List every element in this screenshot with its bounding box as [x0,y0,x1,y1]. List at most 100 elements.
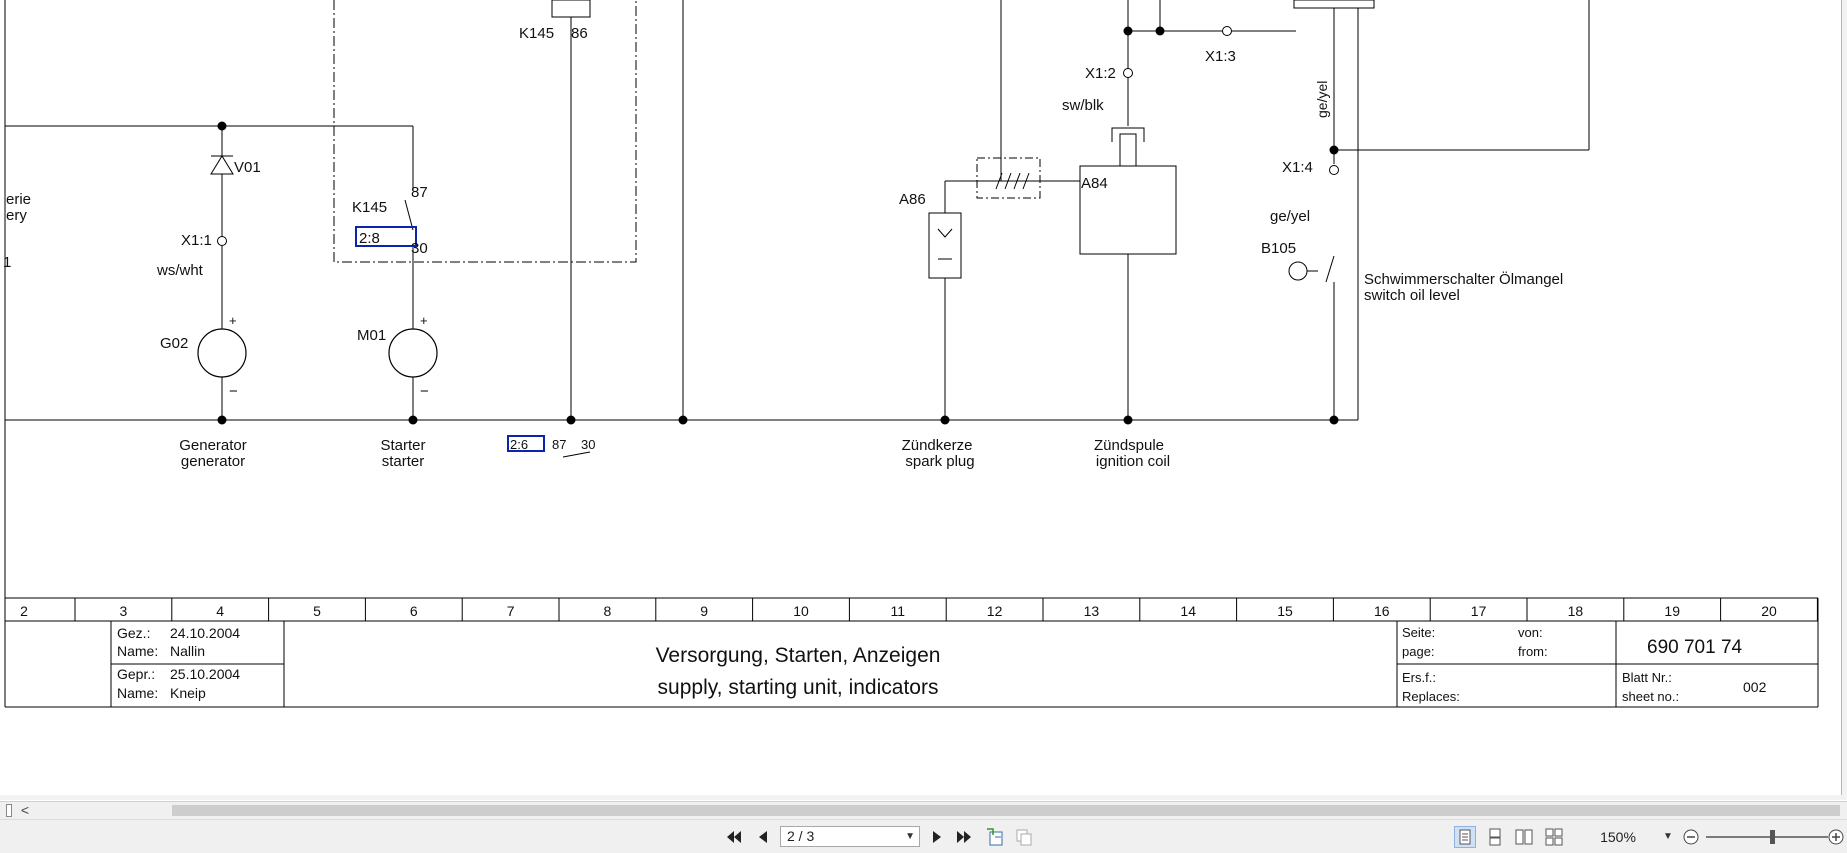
single-page-view-icon [1459,829,1471,845]
label-x1-1: X1:1 [181,232,212,249]
column-number: 3 [120,603,128,619]
generator-minus: − [229,383,238,400]
label-ref-30: 30 [581,437,595,452]
two-page-continuous-button[interactable] [1543,826,1565,848]
ref-2-8-highlight[interactable] [355,226,417,247]
link-ref-2-6[interactable]: 2:6 [510,437,528,452]
label-k145-pin-86: 86 [571,25,588,42]
extract-page-button[interactable] [984,826,1006,848]
label-ge-yel: ge/yel [1270,208,1310,225]
label-v01: V01 [234,159,261,176]
label-x1-2: X1:2 [1085,65,1116,82]
scrollbar-corner [6,804,12,817]
continuous-view-icon [1489,828,1501,846]
column-number: 5 [313,603,321,619]
sheet-number: 002 [1743,679,1767,695]
column-number: 6 [410,603,418,619]
zoom-slider-thumb[interactable] [1770,830,1775,844]
next-page-icon [933,831,941,843]
zoom-level[interactable]: 150% [1600,829,1636,845]
blatt-label: Blatt Nr.: [1622,670,1672,685]
name2-label: Name: [117,685,158,701]
drawn-by: Nallin [170,643,205,659]
label-ws-wht: ws/wht [156,262,204,279]
viewer-toolbar: 2 / 3 ▼ 150% ▼ [0,819,1847,853]
zoom-dropdown-icon[interactable]: ▼ [1663,831,1673,842]
scrollbar-thumb[interactable] [172,805,1840,816]
sheet-title-en: supply, starting unit, indicators [658,676,939,699]
document-page: K145 86 X1:3 X1:2 sw/blk ge/yel erie ery… [0,0,1842,795]
page-indicator: 2 / 3 [787,828,815,844]
starter-minus: − [420,383,429,400]
label-x1-3: X1:3 [1205,48,1236,65]
gepr-label: Gepr.: [117,666,155,682]
starter-plus: + [420,313,428,328]
two-page-view-icon [1515,829,1533,845]
zoom-out-button[interactable] [1680,826,1702,848]
last-page-button[interactable] [953,826,975,848]
ref-2-6-highlight[interactable] [507,435,545,452]
ersf-label: Ers.f.: [1402,670,1436,685]
first-page-icon [727,831,741,843]
column-number: 7 [507,603,515,619]
column-number: 9 [700,603,708,619]
label-k145: K145 [352,199,387,216]
starter-motor-symbol [388,328,438,378]
label-pin-87: 87 [411,184,428,201]
label-battery-fragment: ery [6,207,27,224]
page-copy-button[interactable] [1013,826,1035,848]
page-label: page: [1402,644,1435,659]
zoom-in-button[interactable] [1826,826,1846,848]
label-oil-switch-en: switch oil level [1364,287,1460,304]
from-label: from: [1518,644,1548,659]
label-spark-plug-de: Zündkerze [902,437,973,454]
single-page-view-button[interactable] [1454,826,1476,848]
von-label: von: [1518,625,1543,640]
label-g02: G02 [160,335,188,352]
zoom-slider[interactable] [1706,836,1828,838]
column-number: 2 [20,603,28,619]
gepr-date: 25.10.2004 [170,666,240,682]
next-page-button[interactable] [926,826,948,848]
two-page-view-button[interactable] [1513,826,1535,848]
label-ignition-coil-de: Zündspule [1094,437,1164,454]
label-b105: B105 [1261,240,1296,257]
label-pin-30: 30 [411,240,428,257]
two-page-continuous-icon [1545,828,1563,846]
float-switch-symbol [1288,261,1308,281]
continuous-view-button[interactable] [1484,826,1506,848]
page-selector[interactable]: 2 / 3 ▼ [780,826,920,847]
column-number: 20 [1761,603,1777,619]
horizontal-scrollbar[interactable]: < [0,801,1847,819]
label-fragment-1: 1 [3,254,11,271]
relay-boundary [333,0,637,263]
document-viewer: K145 86 X1:3 X1:2 sw/blk ge/yel erie ery… [0,0,1847,800]
label-x1-4: X1:4 [1282,159,1313,176]
prev-page-button[interactable] [752,826,774,848]
sheet-title-de: Versorgung, Starten, Anzeigen [656,644,941,667]
first-page-button[interactable] [723,826,745,848]
extract-page-icon [987,828,1003,846]
scroll-left-button[interactable]: < [20,802,30,818]
label-sw-blk: sw/blk [1062,97,1104,114]
replaces-label: Replaces: [1402,689,1460,704]
column-number: 4 [216,603,224,619]
label-generator-en: generator [181,453,245,470]
schematic-drawing: K145 86 X1:3 X1:2 sw/blk ge/yel erie ery… [3,0,1819,708]
label-ge-yel-vertical: ge/yel [1314,81,1330,118]
ignition-coil-symbol [1079,165,1177,255]
label-ignition-coil-en: ignition coil [1096,453,1170,470]
column-number: 14 [1180,603,1196,619]
column-number: 18 [1568,603,1584,619]
link-ref-2-8[interactable]: 2:8 [359,230,380,247]
last-page-icon [957,831,971,843]
sheet-label: sheet no.: [1622,689,1679,704]
gez-date: 24.10.2004 [170,625,240,641]
column-number: 11 [891,603,906,619]
column-number: 10 [793,603,809,619]
zoom-in-icon [1828,829,1844,845]
label-spark-plug-en: spark plug [905,453,974,470]
label-a86: A86 [899,191,926,208]
prev-page-icon [759,831,767,843]
checked-by: Kneip [170,685,206,701]
